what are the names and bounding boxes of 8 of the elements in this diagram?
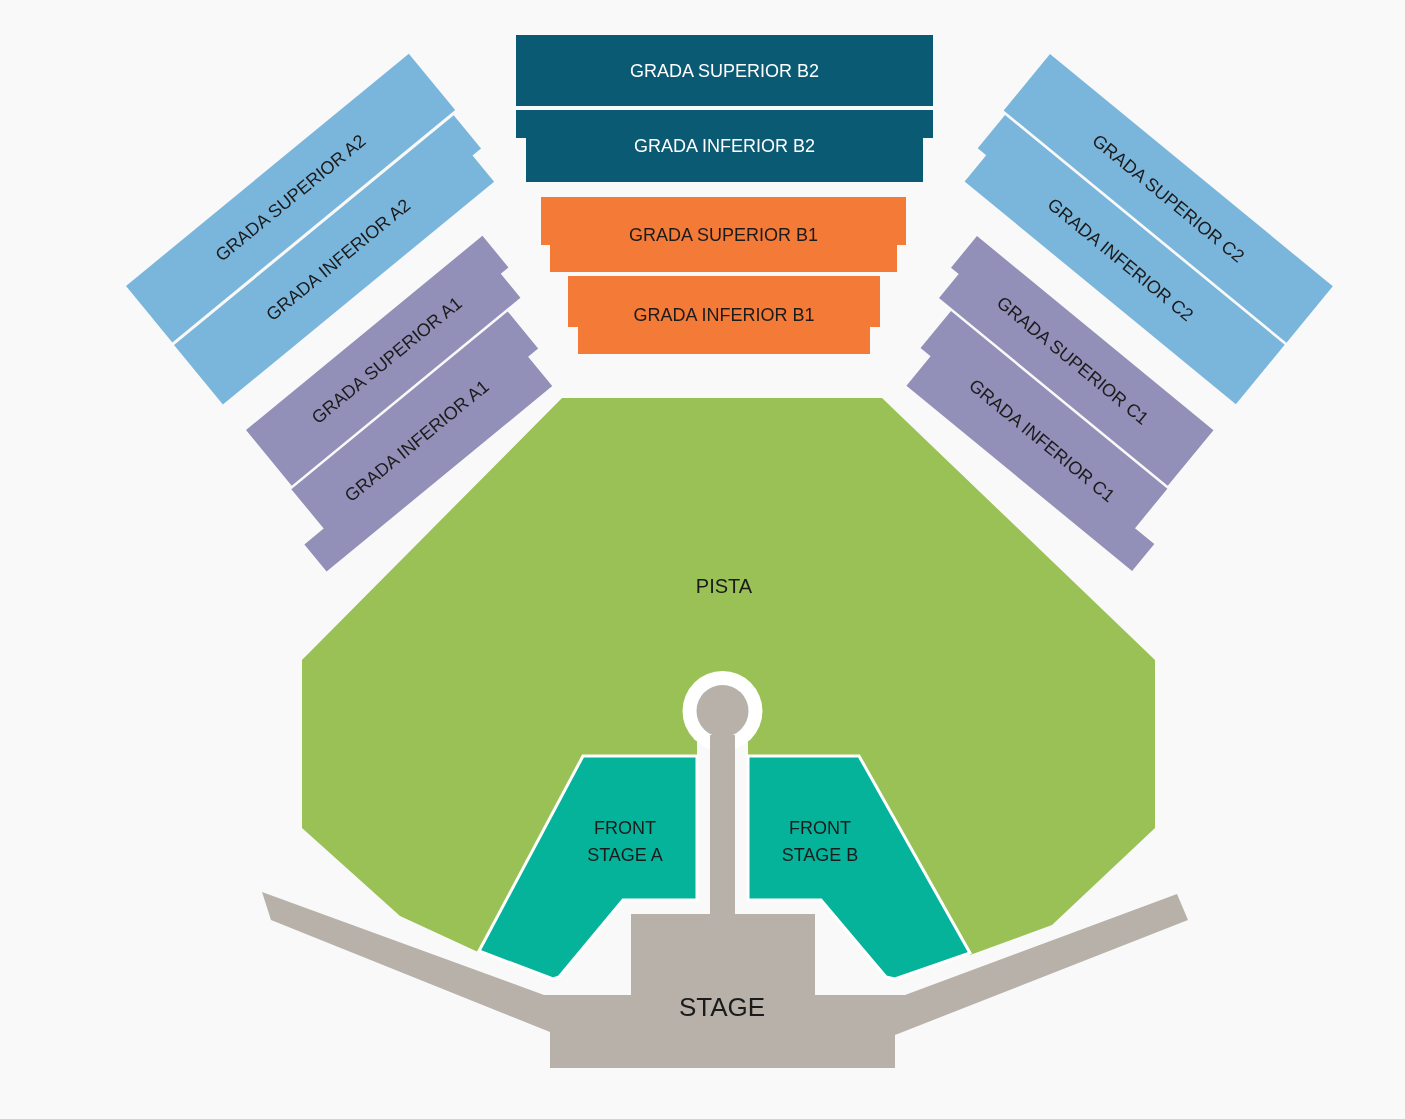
area-label: FRONT STAGE B	[780, 817, 860, 867]
section-label: GRADA SUPERIOR B2	[629, 59, 820, 82]
area-label: FRONT STAGE A	[586, 817, 664, 867]
section-label: GRADA INFERIOR B2	[634, 134, 815, 158]
area-label: PISTA	[695, 573, 753, 599]
section-label: GRADA SUPERIOR B1	[628, 223, 819, 246]
stage-label: STAGE	[678, 993, 766, 1021]
section-label: GRADA INFERIOR B1	[633, 303, 815, 327]
